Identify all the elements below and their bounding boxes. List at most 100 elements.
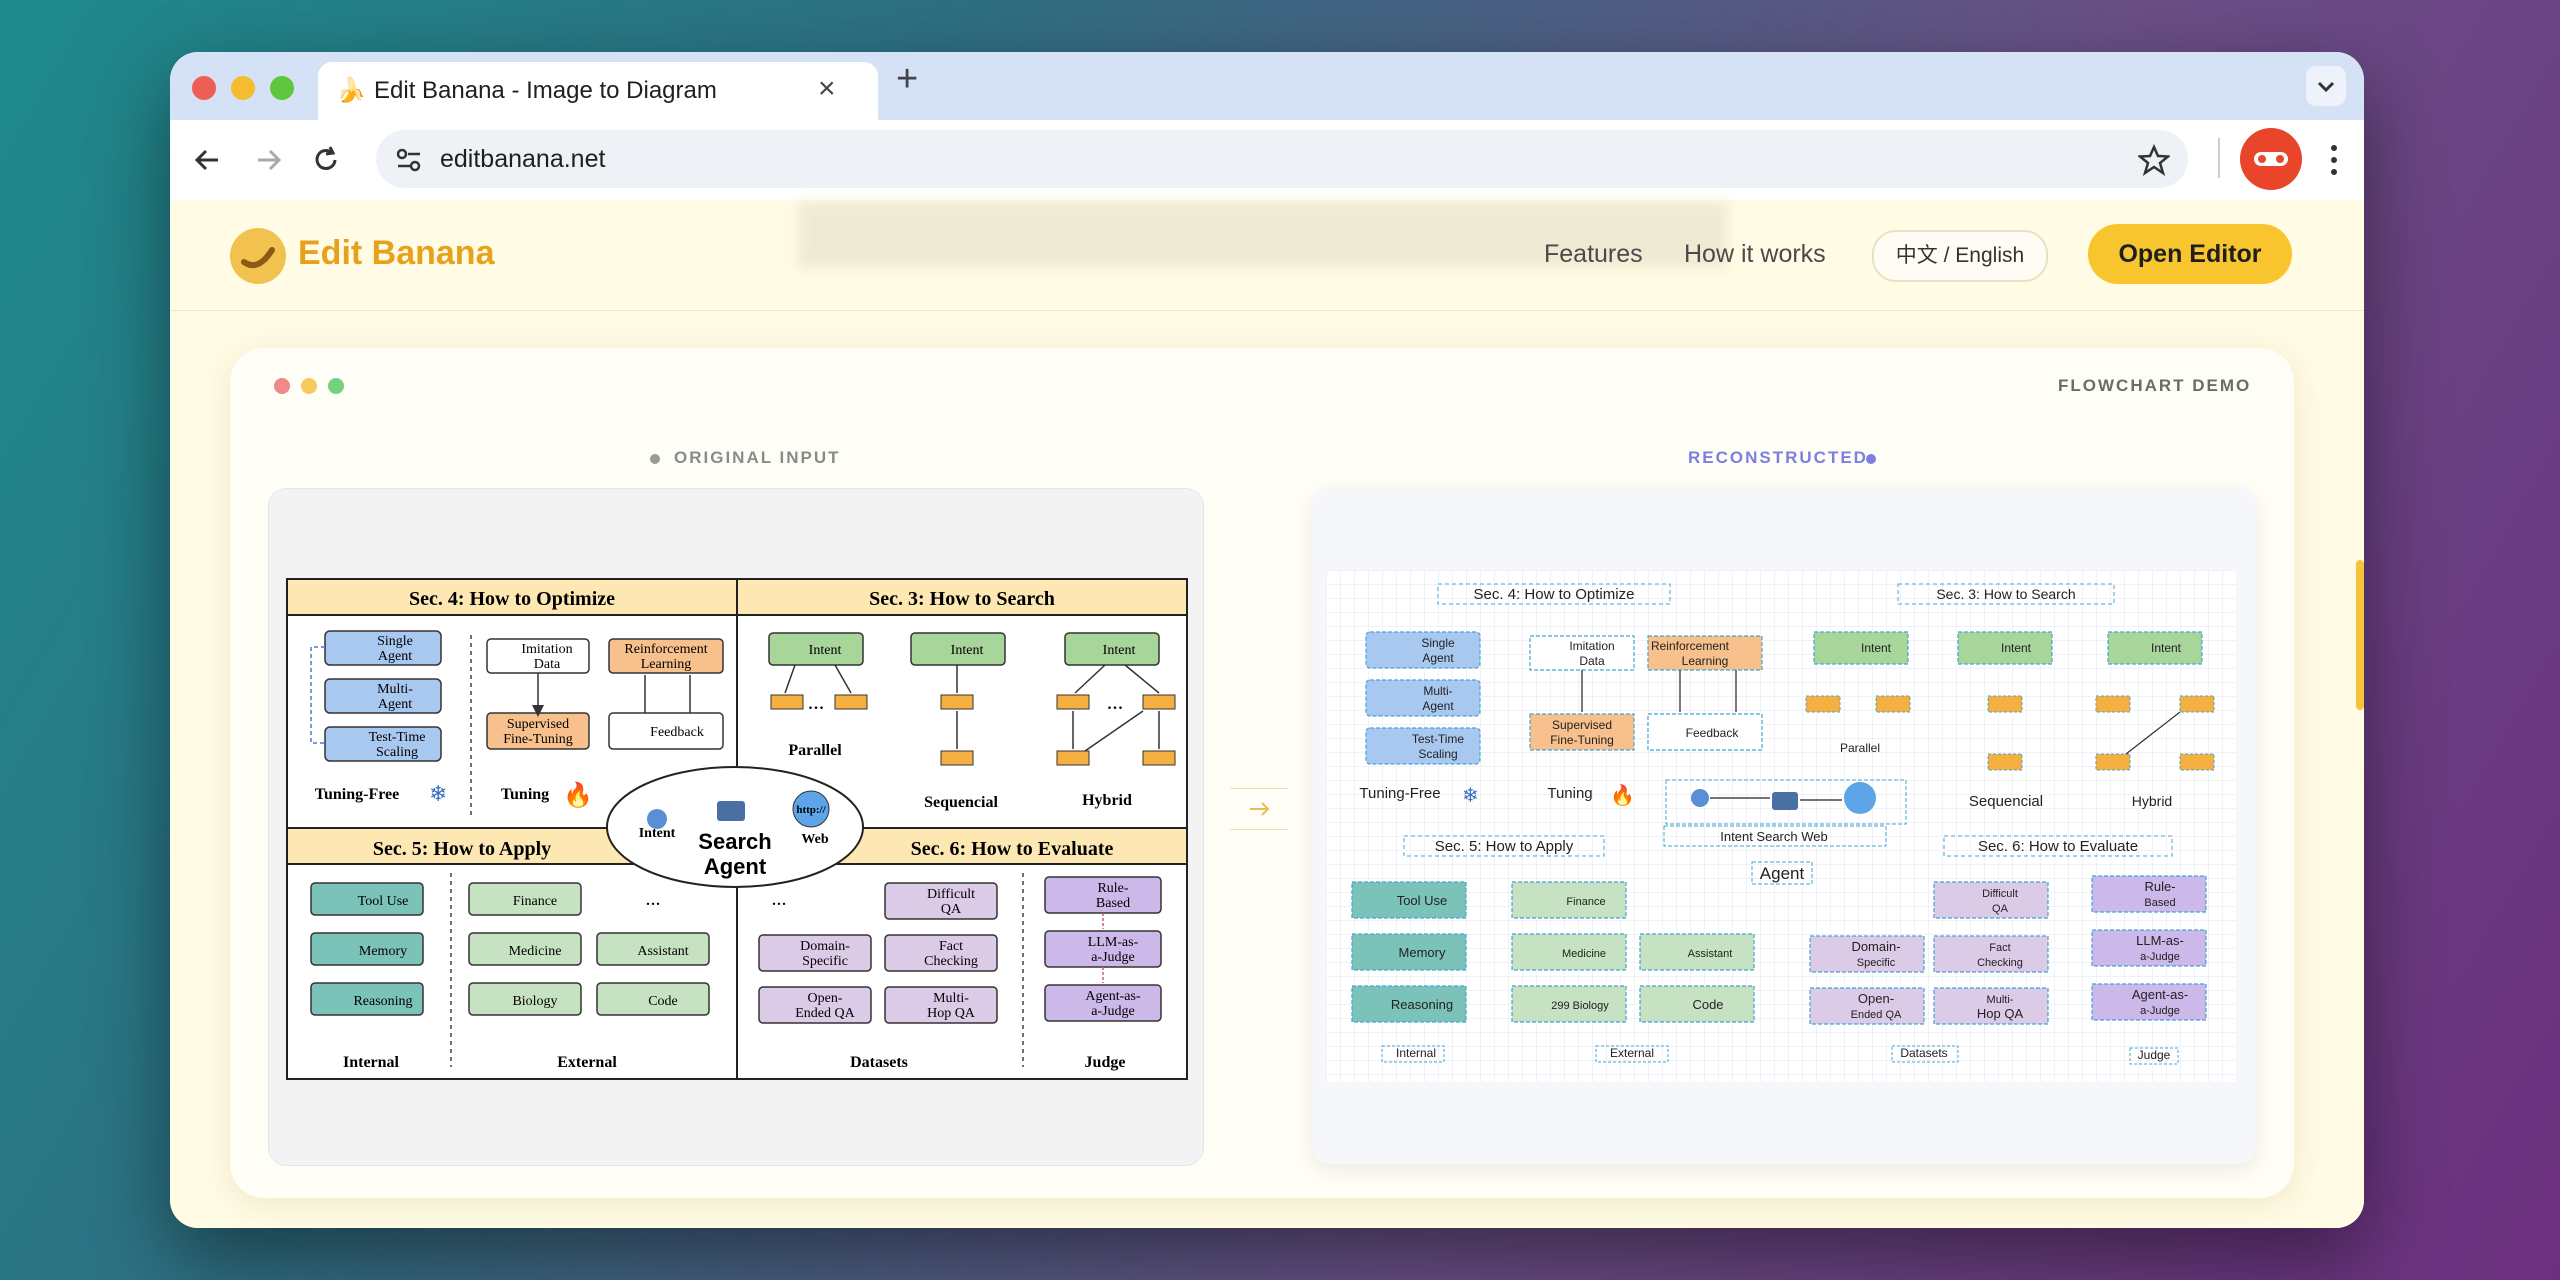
menu-kebab-icon[interactable] [2324, 140, 2344, 180]
svg-text:Scaling: Scaling [376, 745, 418, 760]
back-arrow-icon[interactable] [190, 142, 226, 178]
intent-parallel-node: Intent [768, 632, 864, 666]
memory-label: Memory [359, 944, 407, 959]
profile-avatar[interactable] [2240, 128, 2302, 190]
hybrid-label: Hybrid [1082, 792, 1132, 809]
maximize-window-button[interactable] [270, 76, 294, 100]
user-intent-icon [647, 809, 667, 829]
ellipsis-external: ... [646, 888, 661, 910]
svg-text:Imitation: Imitation [1569, 639, 1614, 653]
snowflake-icon: ❄ [429, 781, 447, 806]
svg-text:Agent: Agent [1422, 651, 1454, 665]
fire-icon: 🔥 [563, 781, 593, 809]
original-dot [650, 454, 660, 464]
svg-text:Reasoning: Reasoning [1391, 997, 1453, 1012]
brand-logo-icon[interactable] [230, 228, 286, 284]
svg-text:Specific: Specific [1857, 957, 1896, 969]
svg-text:Feedback: Feedback [1686, 726, 1740, 740]
tab-search-button[interactable] [2306, 66, 2346, 106]
original-input-label: ORIGINAL INPUT [674, 448, 841, 467]
feedback-node: Feedback [608, 712, 724, 750]
site-settings-icon[interactable] [394, 145, 424, 175]
address-bar[interactable]: editbanana.net [376, 130, 2188, 188]
svg-text:Intent: Intent [2151, 641, 2182, 655]
svg-text:Fine-Tuning: Fine-Tuning [1550, 733, 1614, 747]
svg-text:Multi-: Multi- [377, 682, 413, 697]
browser-tab[interactable]: 🍌 Edit Banana - Image to Diagram × [318, 62, 878, 120]
minimize-window-button[interactable] [231, 76, 255, 100]
svg-text:Based: Based [2144, 897, 2175, 909]
svg-text:Single: Single [377, 634, 413, 649]
svg-text:Open-: Open- [1858, 991, 1894, 1006]
search-agent-line1: Search [698, 829, 771, 854]
reconstructed-panel[interactable]: Sec. 4: How to Optimize Sec. 3: How to S… [1312, 488, 2256, 1164]
nav-how-it-works[interactable]: How it works [1684, 240, 1826, 268]
svg-text:Open-: Open- [808, 991, 843, 1006]
search-agent-line2: Agent [704, 854, 767, 879]
svg-text:Assistant: Assistant [1688, 948, 1733, 960]
web-page: Edit Banana Features How it works 中文 / E… [170, 200, 2364, 1228]
svg-text:a-Judge: a-Judge [2140, 951, 2180, 963]
svg-text:Multi-: Multi- [1423, 684, 1452, 698]
biology-label: Biology [512, 994, 557, 1009]
reload-icon[interactable] [308, 142, 344, 178]
demo-label: FLOWCHART DEMO [2058, 376, 2252, 395]
biology-node [468, 982, 582, 1016]
domain-specific-node [758, 934, 872, 972]
svg-text:Fact: Fact [1989, 942, 2010, 954]
agent-judge-node [1044, 984, 1162, 1022]
toolbar-divider [2218, 138, 2220, 178]
bookmark-star-icon[interactable] [2138, 144, 2170, 176]
brand-name[interactable]: Edit Banana [298, 234, 495, 272]
svg-text:Difficult: Difficult [927, 887, 975, 902]
svg-text:Single: Single [1421, 636, 1455, 650]
multi-hop-node [884, 986, 998, 1024]
svg-text:Finance: Finance [1566, 896, 1605, 908]
medicine-label: Medicine [509, 944, 562, 959]
finance-node [468, 882, 582, 916]
open-ended-node [758, 986, 872, 1024]
nav-features[interactable]: Features [1544, 240, 1643, 268]
intent-sequencial-node: Intent [910, 632, 1006, 666]
svg-text:Multi-: Multi- [933, 991, 969, 1006]
recon-sec5-title: Sec. 5: How to Apply [1435, 838, 1574, 855]
svg-text:Supervised: Supervised [1552, 718, 1612, 732]
recon-judge: Judge [2138, 1048, 2171, 1062]
svg-text:QA: QA [941, 902, 962, 917]
scrollbar-thumb[interactable] [2356, 560, 2364, 710]
svg-text:Multi-: Multi- [1987, 994, 2014, 1006]
close-window-button[interactable] [192, 76, 216, 100]
svg-text:Intent: Intent [1861, 641, 1892, 655]
forward-arrow-icon[interactable] [250, 142, 286, 178]
tuning-free-label: Tuning-Free [315, 786, 399, 803]
card-dot-green [328, 378, 344, 394]
banana-favicon-icon: 🍌 [336, 77, 366, 104]
svg-text:Learning: Learning [1682, 654, 1729, 668]
close-tab-icon[interactable]: × [818, 72, 836, 105]
recon-tuning: Tuning [1547, 785, 1592, 802]
open-editor-button[interactable]: Open Editor [2088, 224, 2292, 284]
url-text[interactable]: editbanana.net [440, 145, 606, 173]
svg-text:Intent: Intent [809, 643, 842, 658]
header-divider [170, 310, 2364, 311]
language-toggle-button[interactable]: 中文 / English [1872, 230, 2048, 282]
svg-text:Agent-as-: Agent-as- [1085, 989, 1141, 1004]
svg-text:a-Judge: a-Judge [2140, 1005, 2180, 1017]
tool-use-label: Tool Use [358, 894, 409, 909]
recon-hybrid: Hybrid [2132, 793, 2172, 809]
extension-toggle-icon [2254, 152, 2288, 166]
svg-text:Agent: Agent [1422, 699, 1454, 713]
svg-text:LLM-as-: LLM-as- [2136, 933, 2184, 948]
chevron-down-icon [2317, 81, 2335, 93]
datasets-label: Datasets [850, 1054, 908, 1071]
new-tab-button[interactable]: + [896, 58, 919, 100]
recon-external: External [1610, 1046, 1654, 1060]
recon-sequencial: Sequencial [1969, 793, 2043, 810]
svg-text:Checking: Checking [1977, 957, 2023, 969]
tool-use-node [310, 882, 424, 916]
svg-text:Supervised: Supervised [507, 717, 569, 732]
svg-text:Reinforcement: Reinforcement [1651, 639, 1730, 653]
